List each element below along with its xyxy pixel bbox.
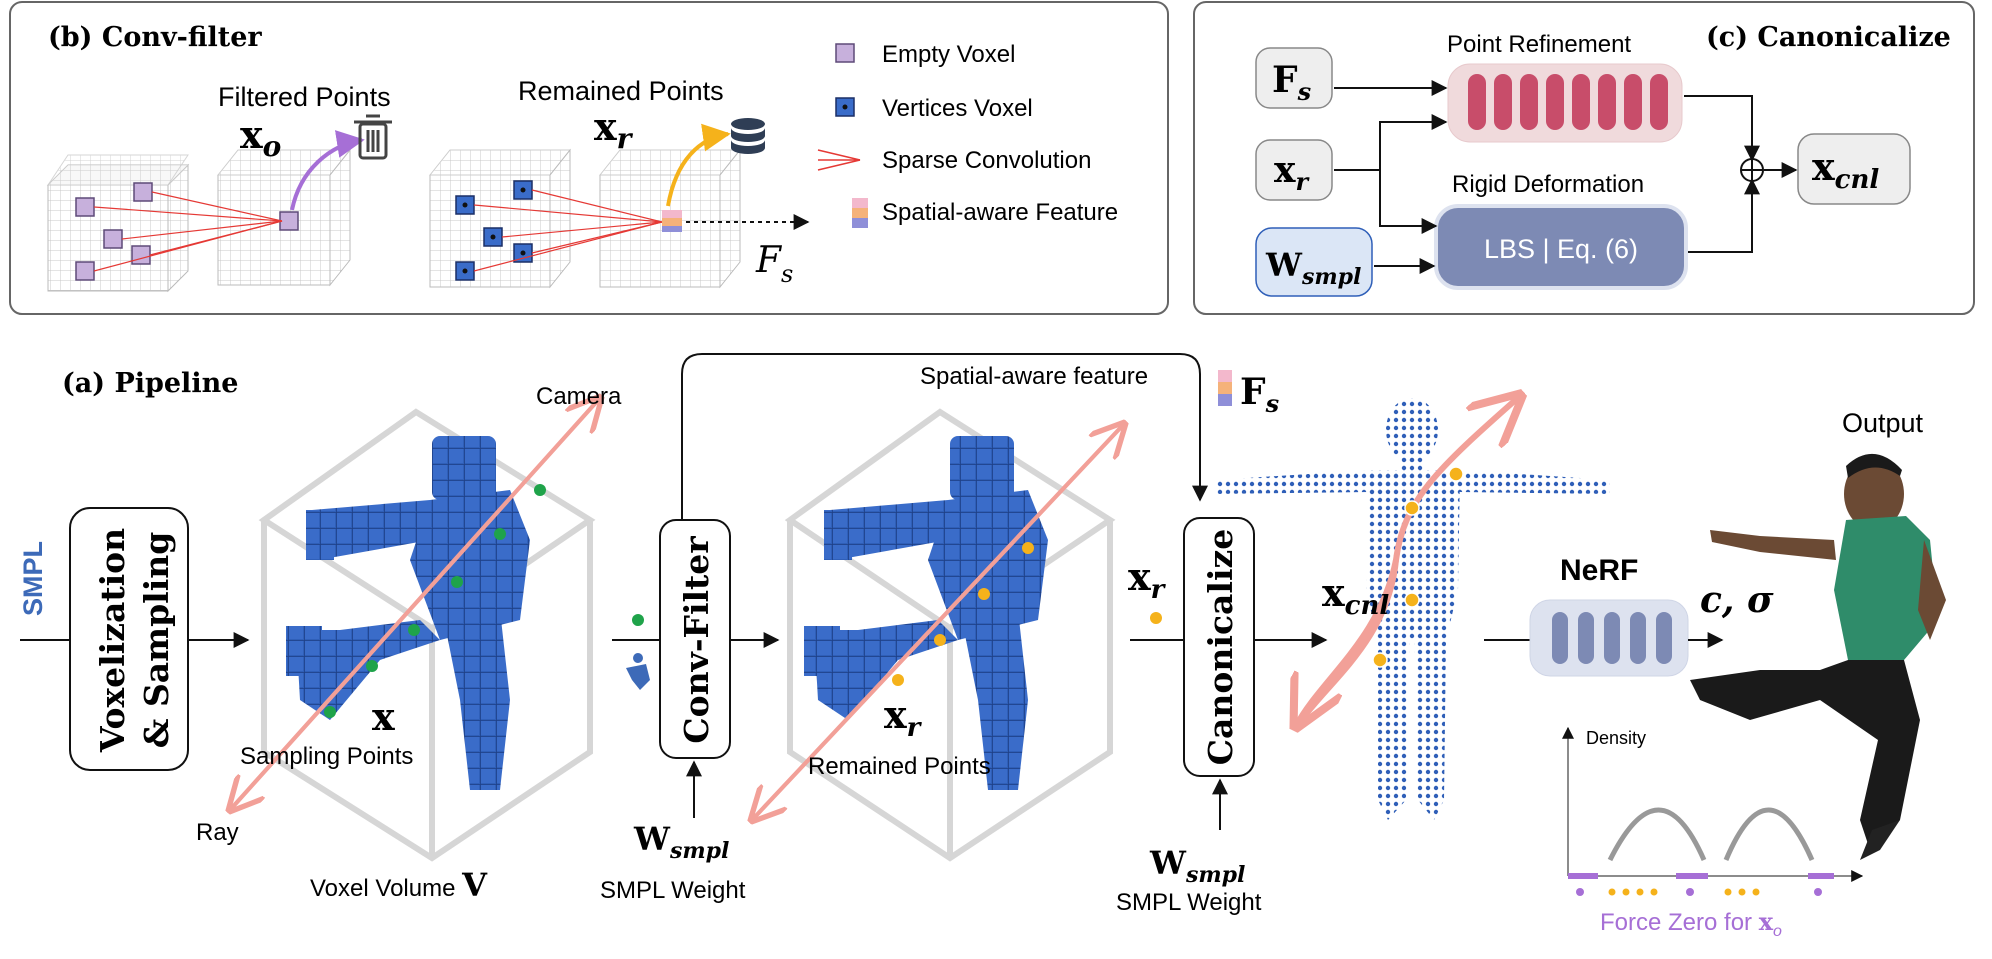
remained-points-label: Remained Points xyxy=(518,76,724,106)
grid-cube-1 xyxy=(46,154,190,293)
feature-fs-var: Fs xyxy=(755,240,793,288)
database-icon xyxy=(731,118,765,154)
grid-cube-3 xyxy=(428,148,572,289)
density-bump-2 xyxy=(1723,807,1815,862)
output-human xyxy=(1690,453,1946,860)
camera-label: Camera xyxy=(536,383,622,410)
filtered-points-var: xo xyxy=(240,112,281,163)
lbs-box xyxy=(1434,204,1688,290)
smpl-weight-label-1: SMPL Weight xyxy=(600,877,746,904)
fs-feature-var: Fs xyxy=(1240,371,1280,418)
w-smpl-var-1: Wsmpl xyxy=(633,820,729,864)
canonicalize-label: Canonicalize xyxy=(1201,529,1240,765)
canonical-point-cloud xyxy=(1216,398,1610,820)
w-input-box xyxy=(1255,227,1373,297)
grid-cube-2 xyxy=(216,148,352,287)
canonicalize-box xyxy=(1183,517,1255,777)
remained-points xyxy=(892,542,1034,686)
grid-cube-4 xyxy=(598,148,742,289)
remained-points-label-pipeline: Remained Points xyxy=(808,753,991,780)
xcnl-output-box xyxy=(1797,133,1911,205)
legend-sparse-convolution: Sparse Convolution xyxy=(882,147,1091,174)
output-label: Output xyxy=(1842,408,1924,438)
legend-feature-swatch xyxy=(852,198,868,228)
legend-spatial-feature: Spatial-aware Feature xyxy=(882,199,1118,226)
red-lines-2 xyxy=(473,189,663,272)
green-point-icon xyxy=(632,614,644,626)
xr-input-var: xr xyxy=(1274,149,1310,196)
xr-var-canonicalize: xr xyxy=(1128,554,1167,605)
legend-vertices-voxel: Vertices Voxel xyxy=(882,95,1033,122)
panel-b-title: (b) Conv-filter xyxy=(48,22,262,53)
point-refinement-layers xyxy=(1468,74,1668,130)
empty-voxels xyxy=(75,182,299,281)
smpl-weight-label-2: SMPL Weight xyxy=(1116,889,1262,916)
voxelization-label-1: Voxelization xyxy=(93,528,132,753)
legend-sparse-conv-swatch xyxy=(817,149,861,171)
filter-arrow xyxy=(290,130,365,211)
sampling-points-label: Sampling Points xyxy=(240,743,413,770)
xcnl-var-pipeline: xcnl xyxy=(1322,570,1389,621)
panel-a-title: (a) Pipeline xyxy=(62,368,238,399)
legend-empty-voxel-swatch xyxy=(835,43,855,63)
spatial-feature-label: Spatial-aware feature xyxy=(920,363,1148,390)
remain-arrow xyxy=(666,123,731,207)
voxel-volume-cube: Camera Ray x Sampling Points Voxel Volum… xyxy=(196,383,622,904)
legend: Empty Voxel Vertices Voxel Sparse Convol… xyxy=(817,41,1118,228)
panel-canonicalize: (c) Canonicalize Fs xr Wsmpl Point Refin… xyxy=(1193,1,1975,315)
panel-c-title: (c) Canonicalize xyxy=(1706,22,1951,53)
w-smpl-var-2: Wsmpl xyxy=(1149,844,1245,888)
c-sigma-label: c, σ xyxy=(1700,579,1774,621)
w-input-var: Wsmpl xyxy=(1265,246,1361,290)
x-var: x xyxy=(372,694,395,739)
fs-input-box xyxy=(1255,47,1333,109)
point-refinement-label: Point Refinement xyxy=(1447,31,1631,58)
red-lines-1 xyxy=(93,191,283,272)
panel-c-arrows xyxy=(1334,80,1798,274)
legend-empty-voxel: Empty Voxel xyxy=(882,41,1015,68)
voxel-volume-label: Voxel Volume V xyxy=(310,866,488,904)
sampling-points xyxy=(324,484,546,718)
fs-feature-swatch xyxy=(1218,370,1232,406)
voxelization-label-2: & Sampling xyxy=(137,532,176,749)
panel-conv-filter: (b) Conv-filter xyxy=(9,1,1169,315)
trash-icon xyxy=(354,114,392,160)
feature-voxel xyxy=(662,210,682,232)
rigid-deformation-label: Rigid Deformation xyxy=(1452,171,1644,198)
xr-input-box xyxy=(1255,139,1333,201)
density-plot: Density Force Zero for xo xyxy=(1562,726,1864,940)
panel-pipeline: (a) Pipeline SMPL Voxelization & Samplin… xyxy=(18,353,1946,940)
mini-human-icon xyxy=(626,653,650,690)
force-zero-label: Force Zero for xo xyxy=(1600,907,1782,940)
lbs-label: LBS | Eq. (6) xyxy=(1484,234,1638,264)
filtered-points-label: Filtered Points xyxy=(218,82,391,112)
filtered-sample-dots xyxy=(1576,888,1822,896)
remained-sample-dots xyxy=(1608,888,1760,896)
ray-label: Ray xyxy=(196,819,239,846)
xr-var-pipeline: xr xyxy=(884,692,923,743)
density-label: Density xyxy=(1586,728,1646,748)
density-bump-1 xyxy=(1607,807,1707,862)
orange-point-icon xyxy=(1150,612,1162,624)
feature-bracket-arrow xyxy=(681,353,1208,520)
remained-cube: xr Remained Points xyxy=(752,408,1124,862)
nerf-layers xyxy=(1552,612,1672,664)
xcnl-output-var: xcnl xyxy=(1812,144,1879,195)
sum-icon xyxy=(1740,158,1764,182)
conv-filter-label: Conv-Filter xyxy=(677,536,716,744)
smpl-input-label: SMPL xyxy=(18,541,48,616)
nerf-label: NeRF xyxy=(1560,554,1638,587)
remained-points-var: xr xyxy=(594,104,634,155)
fs-input-var: Fs xyxy=(1272,59,1312,106)
canonical-points xyxy=(1372,466,1464,668)
voxel-human-body xyxy=(286,436,530,790)
